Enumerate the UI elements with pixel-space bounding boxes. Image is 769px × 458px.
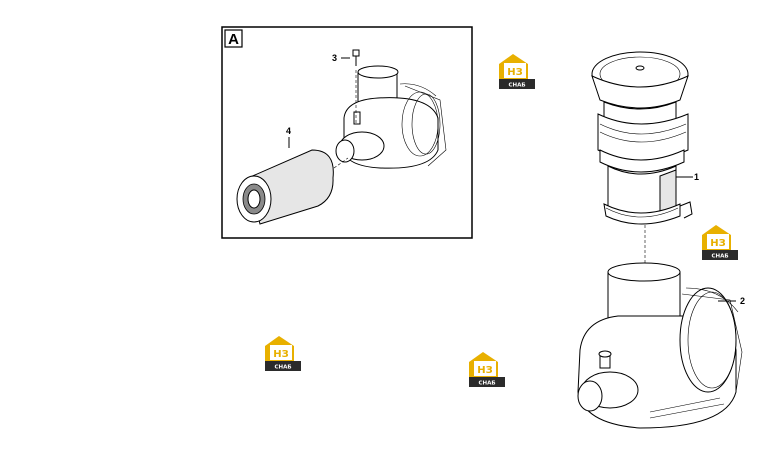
svg-text:НЗ: НЗ [710,238,725,249]
svg-text:НЗ: НЗ [273,349,288,360]
air-cleaner-housing-part-2 [577,262,743,429]
inset-a: A [221,26,473,239]
watermark-logo: НЗ СНАБ [499,54,535,89]
callout-4: 4 [286,126,291,136]
svg-text:СНАБ: СНАБ [478,381,495,387]
callout-3: 3 [332,53,337,63]
svg-text:СНАБ: СНАБ [274,365,291,371]
svg-text:СНАБ: СНАБ [508,83,525,89]
svg-text:СНАБ: СНАБ [711,254,728,260]
bolt-part-3 [352,49,360,124]
watermark-logo: НЗ СНАБ [702,225,738,260]
inset-letter-box [224,29,243,48]
watermark-logo: НЗ СНАБ [265,336,301,371]
inset-air-cleaner-housing [335,65,447,169]
inset-letter: A [228,31,239,48]
callout-1: 1 [694,172,699,182]
watermark-logo: НЗ СНАБ [469,352,505,387]
svg-text:НЗ: НЗ [477,365,492,376]
callout-2: 2 [740,296,745,306]
svg-text:НЗ: НЗ [507,67,522,78]
filter-element-part-4 [236,149,349,225]
precleaner-part-1 [591,51,693,264]
